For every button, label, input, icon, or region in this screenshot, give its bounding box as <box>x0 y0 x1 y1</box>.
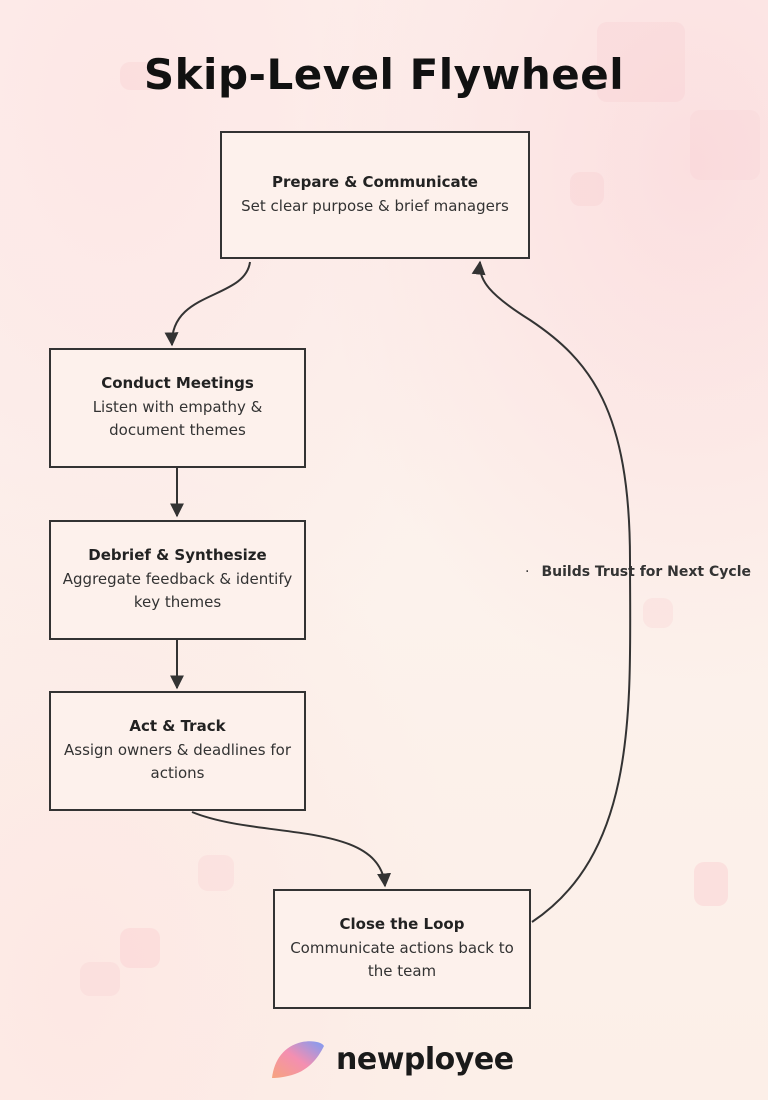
step-desc: Aggregate feedback & identify key themes <box>62 570 293 611</box>
decor-square <box>120 928 160 968</box>
loop-label-text: Builds Trust for Next Cycle <box>541 564 751 580</box>
step-title: Conduct Meetings <box>101 374 254 392</box>
brand: newployee <box>268 1038 514 1080</box>
arrow-loop-back <box>471 260 632 923</box>
decor-square <box>597 22 685 102</box>
decor-square <box>694 862 728 906</box>
decor-square <box>570 172 604 206</box>
bullet-dot: · <box>525 564 530 580</box>
step-debrief: Debrief & Synthesize Aggregate feedback … <box>49 520 306 640</box>
decor-square <box>643 598 673 628</box>
arrow-act-to-close <box>191 811 392 888</box>
arrow-prepare-to-conduct <box>164 261 251 347</box>
step-desc: Listen with empathy & document themes <box>92 398 263 439</box>
step-conduct: Conduct Meetings Listen with empathy & d… <box>49 348 306 468</box>
decor-square <box>80 962 120 996</box>
page-title: Skip-Level Flywheel <box>143 50 625 99</box>
step-title: Act & Track <box>129 717 226 735</box>
step-close: Close the Loop Communicate actions back … <box>273 889 531 1009</box>
step-desc: Assign owners & deadlines for actions <box>64 741 291 782</box>
step-title: Prepare & Communicate <box>272 172 478 191</box>
step-desc: Set clear purpose & brief managers <box>241 196 509 215</box>
step-prepare: Prepare & Communicate Set clear purpose … <box>220 131 530 259</box>
decor-square <box>120 62 160 90</box>
decor-square <box>198 855 234 891</box>
brand-name: newployee <box>336 1041 514 1077</box>
step-desc: Communicate actions back to the team <box>290 939 514 980</box>
step-act: Act & Track Assign owners & deadlines fo… <box>49 691 306 811</box>
loop-label: · Builds Trust for Next Cycle <box>525 564 751 580</box>
decor-square <box>690 110 760 180</box>
step-title: Close the Loop <box>339 915 465 933</box>
step-title: Debrief & Synthesize <box>88 546 267 564</box>
newployee-logo-icon <box>272 1041 324 1078</box>
